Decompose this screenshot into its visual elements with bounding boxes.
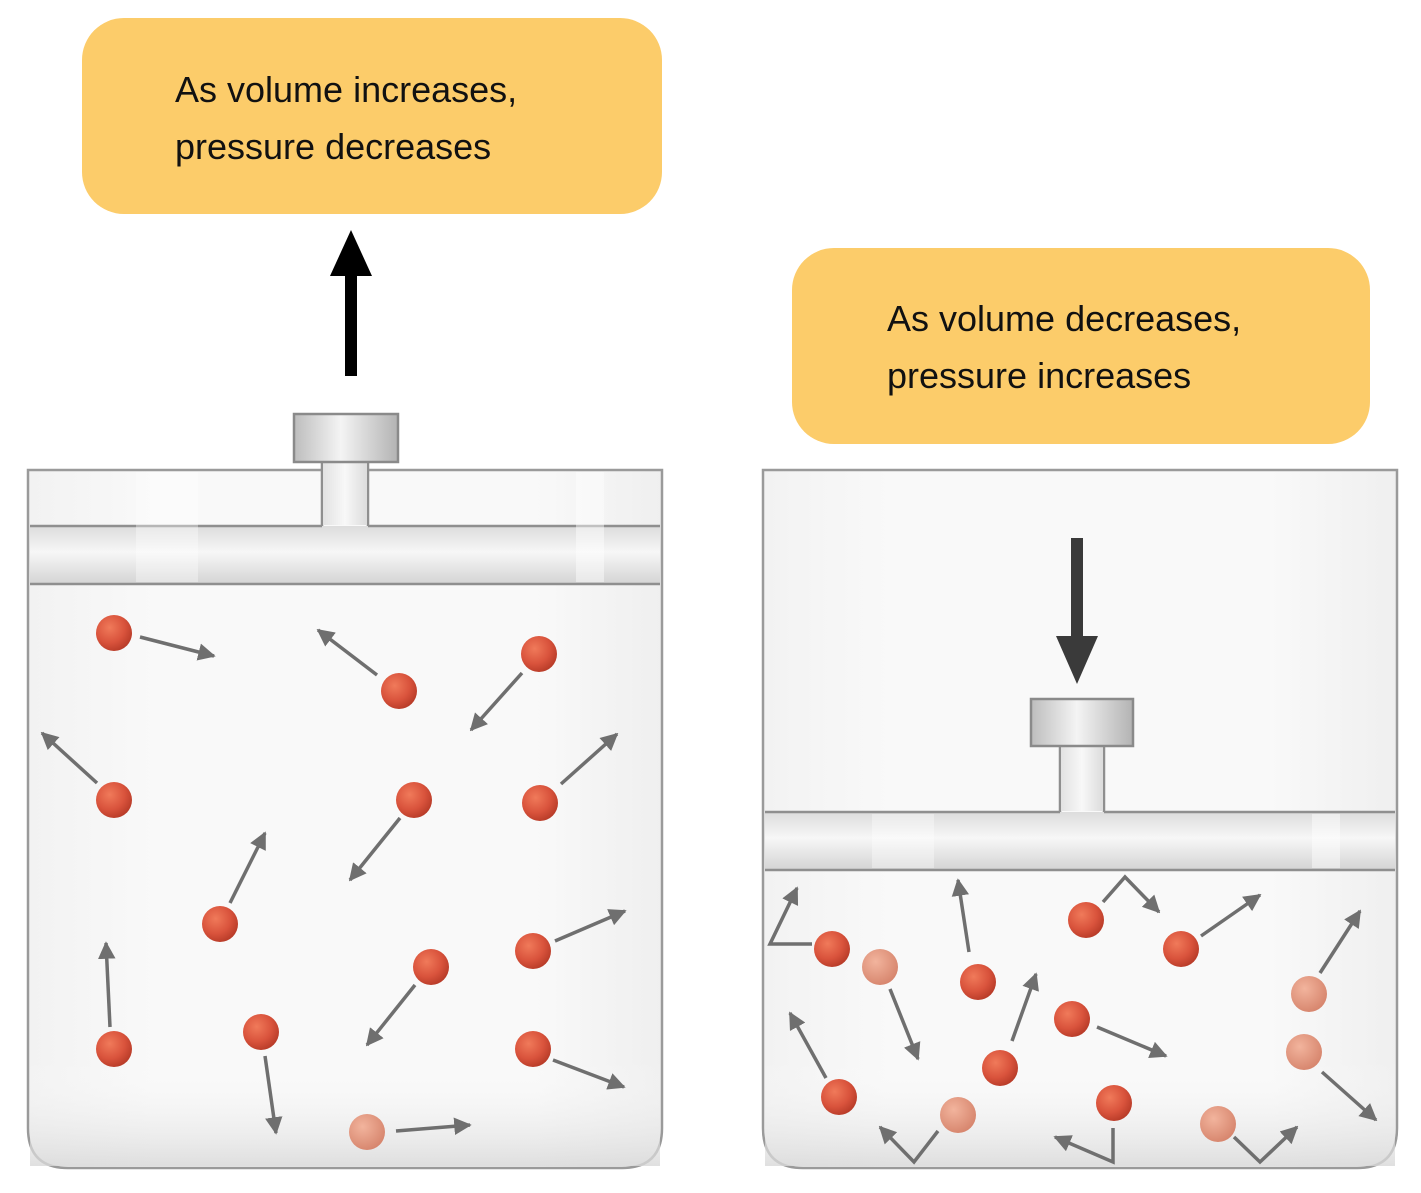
gas-molecule (1068, 902, 1104, 938)
gas-molecule (96, 615, 132, 651)
gas-molecule (821, 1079, 857, 1115)
right-piston-knob (1029, 697, 1135, 748)
gas-molecule-faded (1291, 976, 1327, 1012)
motion-arrow (888, 988, 921, 1061)
gas-molecule-faded (1200, 1106, 1236, 1142)
gas-molecule (396, 782, 432, 818)
gas-molecule (982, 1050, 1018, 1086)
bounce-arrow (1232, 1125, 1299, 1165)
motion-arrow (40, 731, 99, 785)
right-piston-stem (1058, 746, 1106, 812)
left-caption-text: As volume increases, pressure decreases (175, 61, 517, 175)
gas-molecule (96, 1031, 132, 1067)
gas-molecule (413, 949, 449, 985)
motion-arrow (365, 983, 417, 1047)
motion-arrow (98, 941, 116, 1028)
gas-molecule (243, 1014, 279, 1050)
motion-arrow (263, 1055, 283, 1135)
right-caption-text: As volume decreases, pressure increases (887, 290, 1241, 404)
right-caption-line1: As volume decreases, (887, 298, 1242, 339)
gas-molecule-faded (862, 949, 898, 985)
left-piston-stem (320, 462, 370, 526)
bounce-arrow (767, 886, 812, 946)
gas-molecule-faded (940, 1097, 976, 1133)
right-molecules (814, 902, 1327, 1142)
motion-arrow (1318, 909, 1362, 974)
motion-arrow (951, 878, 971, 953)
motion-arrow (395, 1117, 472, 1135)
right-caption-line2: pressure increases (887, 355, 1192, 396)
motion-arrow (1096, 1025, 1168, 1058)
gas-molecule (814, 931, 850, 967)
gas-molecule (522, 785, 558, 821)
bounce-arrow (1053, 1128, 1115, 1165)
left-molecule-arrows (40, 628, 627, 1135)
left-caption-box: As volume increases, pressure decreases (82, 18, 662, 214)
gas-molecule-faded (1286, 1034, 1322, 1070)
right-downward-arrow (1056, 538, 1098, 684)
motion-arrow (228, 831, 267, 904)
motion-arrow (554, 909, 627, 943)
motion-arrow (1010, 972, 1039, 1042)
gas-molecule (96, 782, 132, 818)
motion-arrow (559, 732, 619, 786)
motion-arrow (316, 628, 379, 677)
gas-molecule (1163, 931, 1199, 967)
right-molecule-arrows (767, 874, 1378, 1165)
gas-molecule-faded (349, 1114, 385, 1150)
right-caption-box: As volume decreases, pressure increases (792, 248, 1370, 444)
left-piston-knob (292, 412, 400, 464)
left-caption-line1: As volume increases, (175, 69, 518, 110)
gas-molecule (515, 933, 551, 969)
gas-molecule (202, 906, 238, 942)
left-container (26, 412, 664, 1170)
motion-arrow (788, 1011, 828, 1079)
right-piston-plate (765, 812, 1395, 870)
gas-molecule (381, 673, 417, 709)
gas-molecule (515, 1031, 551, 1067)
bounce-arrow (878, 1125, 940, 1165)
motion-arrow (469, 671, 524, 732)
motion-arrow (348, 816, 402, 882)
motion-arrow (1200, 893, 1262, 938)
gas-molecule (1096, 1085, 1132, 1121)
motion-arrow (552, 1058, 626, 1090)
left-upward-arrow (330, 230, 372, 376)
left-caption-line2: pressure decreases (175, 126, 492, 167)
gas-molecule (521, 636, 557, 672)
bounce-arrow (1101, 874, 1161, 914)
gas-molecule (960, 964, 996, 1000)
gas-molecule (1054, 1001, 1090, 1037)
motion-arrow (139, 635, 216, 661)
left-piston-plate (30, 526, 660, 584)
motion-arrow (1320, 1070, 1378, 1122)
left-molecules (96, 615, 558, 1150)
